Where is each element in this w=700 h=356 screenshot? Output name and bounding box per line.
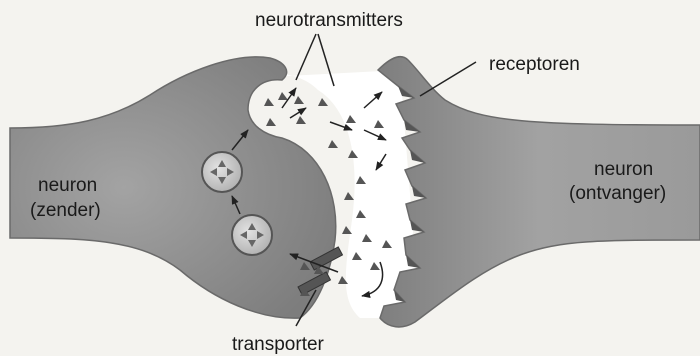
- label-sender-line1: neuron: [38, 175, 97, 196]
- label-sender-line2: (zender): [30, 200, 101, 221]
- neurotransmitter: [328, 140, 338, 148]
- neurotransmitter: [342, 226, 352, 234]
- label-receiver-line1: neuron: [594, 159, 653, 180]
- neurotransmitter: [264, 98, 274, 106]
- pointer-receptoren: [420, 62, 476, 96]
- neurotransmitter: [344, 192, 354, 200]
- pointer-neurotransmitters: [296, 34, 316, 80]
- vesicle-lower: [232, 215, 272, 255]
- neurotransmitter: [294, 96, 304, 104]
- label-transporter: transporter: [232, 334, 325, 355]
- neurotransmitter: [278, 92, 288, 100]
- label-neurotransmitters: neurotransmitters: [255, 10, 403, 31]
- neurotransmitter: [318, 98, 328, 106]
- label-receiver-line2: (ontvanger): [569, 183, 666, 204]
- neurotransmitter: [266, 118, 276, 126]
- neurotransmitter: [296, 116, 306, 124]
- arrow: [290, 108, 306, 118]
- vesicle-upper: [202, 152, 242, 192]
- label-receptoren: receptoren: [489, 54, 580, 75]
